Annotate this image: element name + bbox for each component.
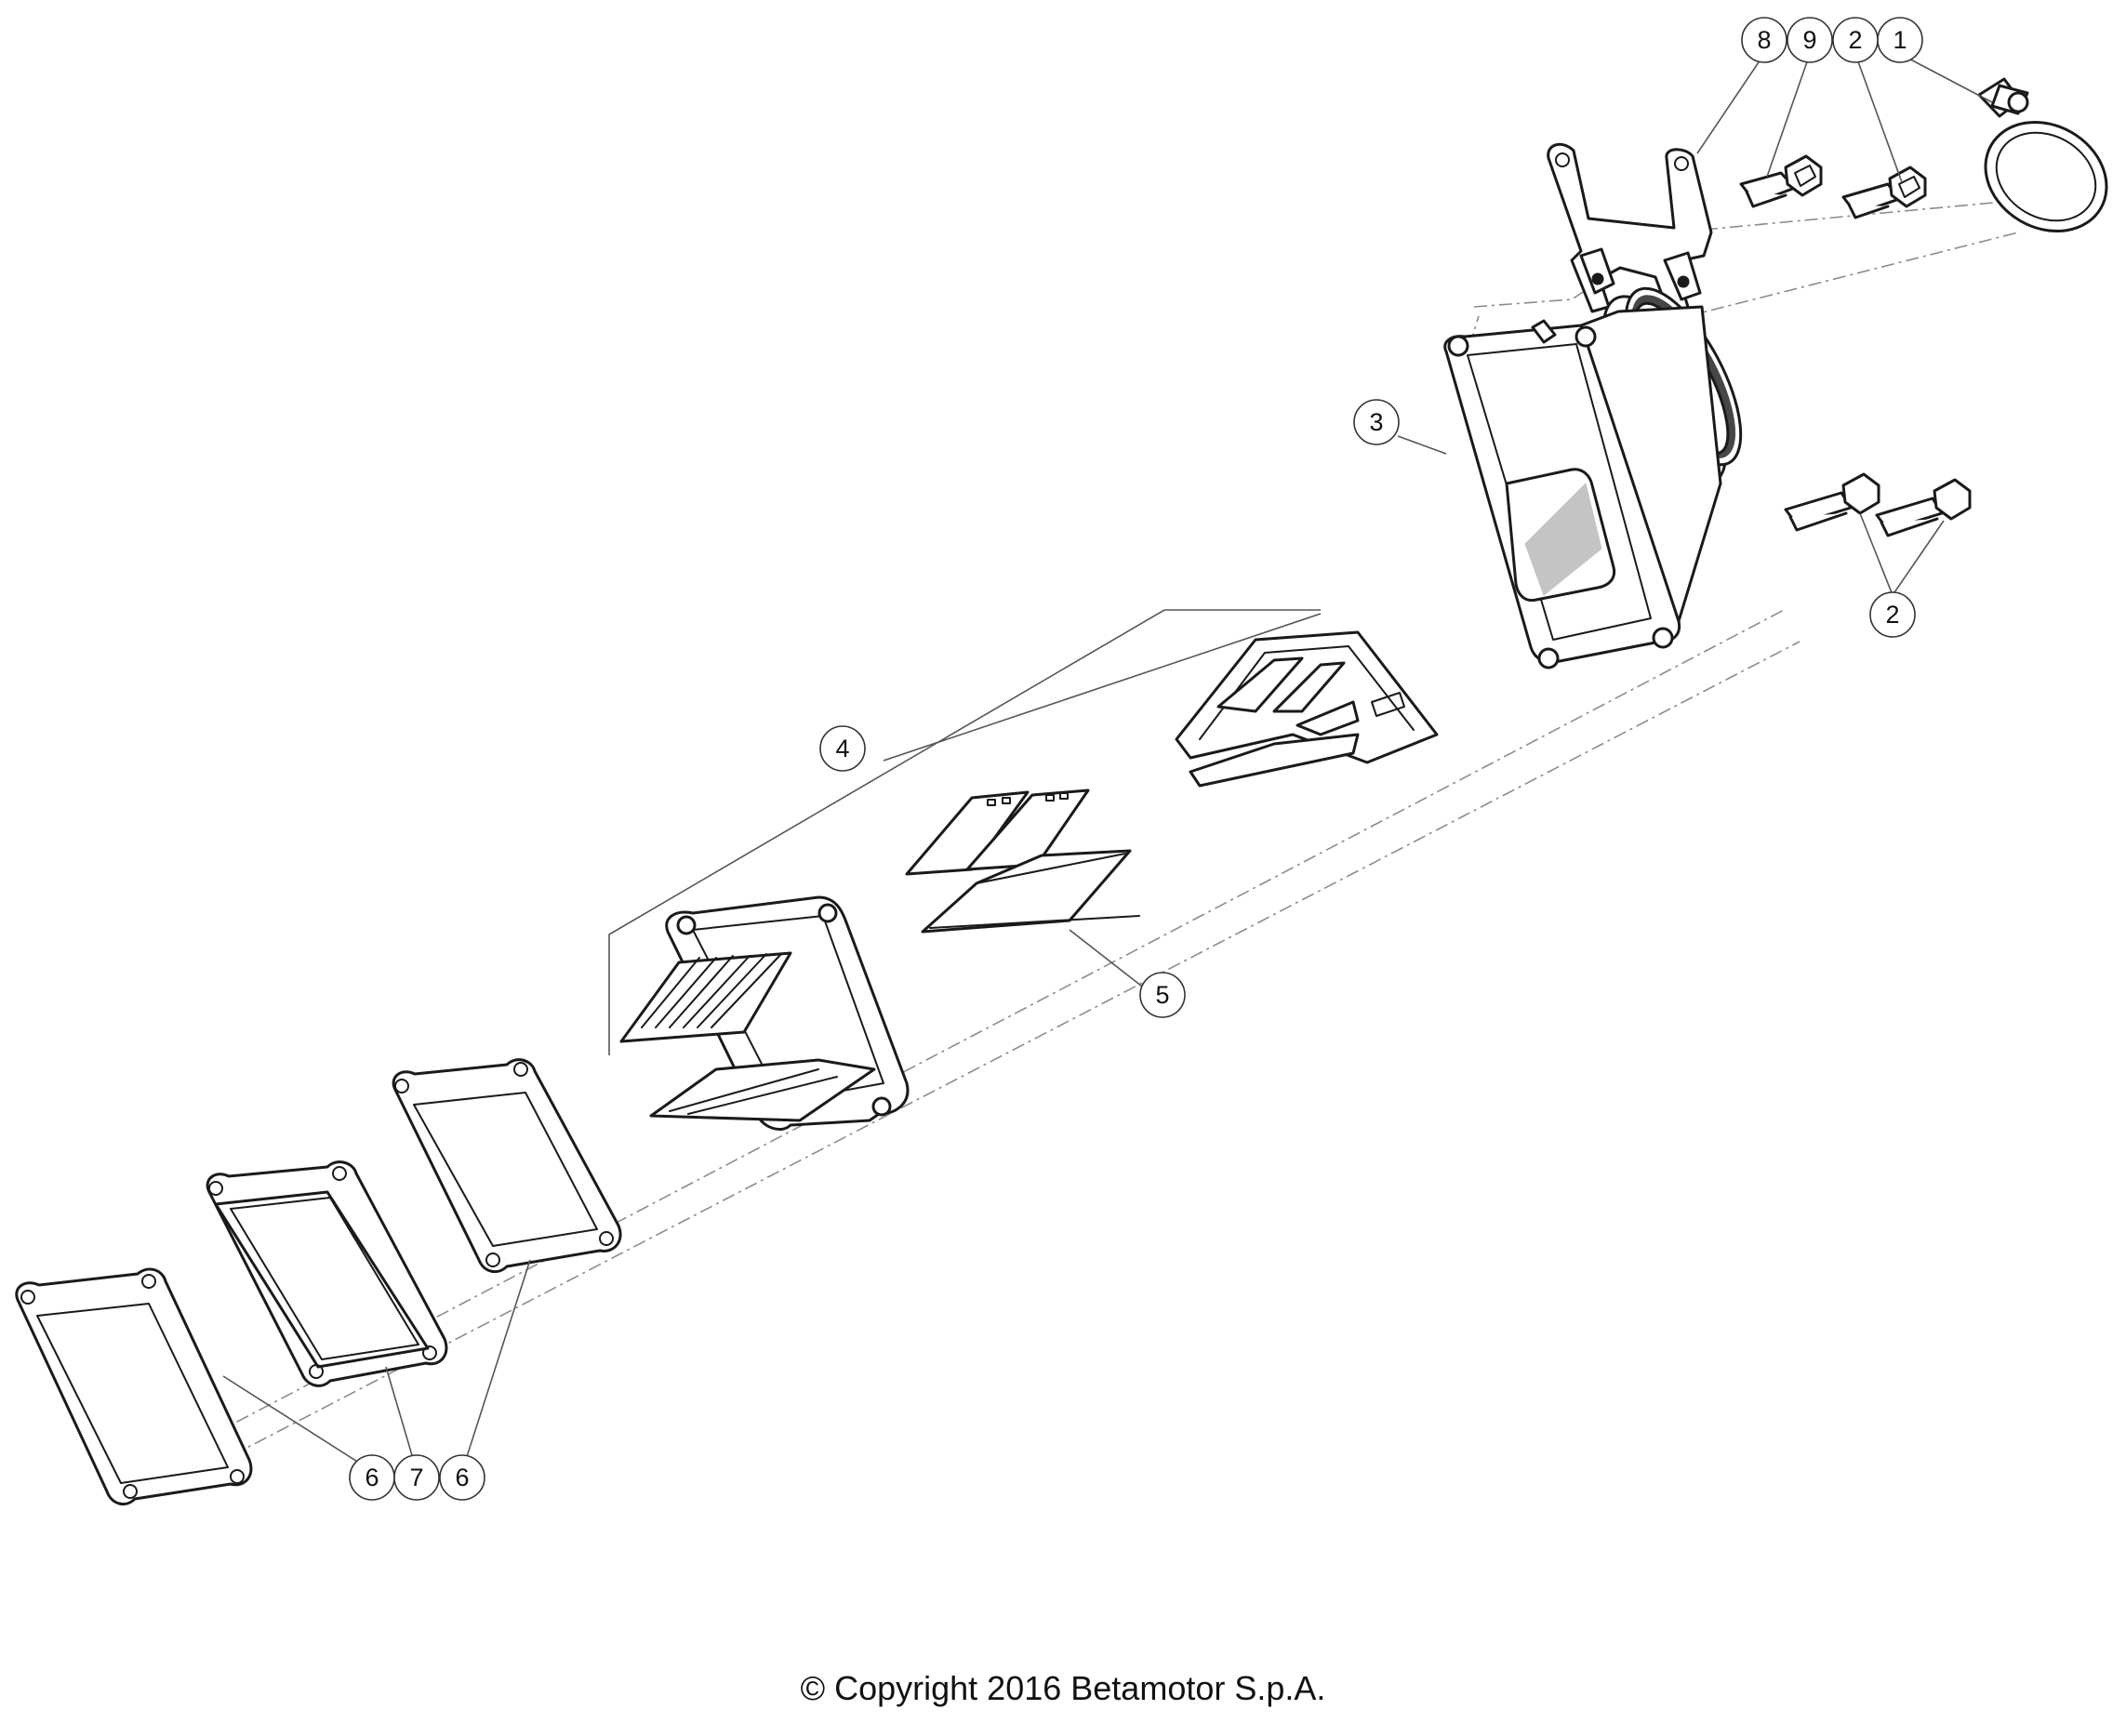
spacer-plate-7[interactable] (206, 1160, 448, 1387)
callout-8[interactable]: 8 (1741, 17, 1787, 63)
svg-text:2: 2 (1848, 26, 1862, 54)
group-bracket-4 (608, 609, 1321, 1055)
callout-3[interactable]: 3 (1353, 399, 1400, 445)
svg-text:4: 4 (835, 735, 849, 762)
bolt-9[interactable] (1739, 154, 1823, 208)
svg-text:1: 1 (1893, 26, 1907, 54)
svg-text:7: 7 (409, 1464, 423, 1491)
callout-6-left[interactable]: 6 (349, 1454, 395, 1501)
callout-4[interactable]: 4 (819, 725, 866, 772)
svg-text:9: 9 (1802, 26, 1816, 54)
svg-text:6: 6 (365, 1464, 379, 1491)
svg-text:5: 5 (1155, 981, 1169, 1009)
bolt-2-right-b[interactable] (1875, 478, 1972, 537)
callout-2-top[interactable]: 2 (1832, 17, 1879, 63)
callout-5[interactable]: 5 (1139, 972, 1186, 1018)
callout-6-right[interactable]: 6 (439, 1454, 485, 1501)
callout-7[interactable]: 7 (393, 1454, 440, 1501)
svg-text:3: 3 (1369, 408, 1383, 436)
callout-2-right[interactable]: 2 (1869, 591, 1916, 638)
svg-text:6: 6 (455, 1464, 469, 1491)
reed-petals[interactable] (905, 788, 1140, 934)
bolt-2-right-a[interactable] (1784, 472, 1880, 532)
callout-1[interactable]: 1 (1877, 17, 1923, 63)
svg-text:8: 8 (1757, 26, 1771, 54)
reed-block-spacer[interactable] (1175, 630, 1439, 788)
intake-manifold[interactable] (1443, 272, 1764, 669)
reed-cage[interactable] (619, 895, 910, 1131)
mounting-bracket[interactable] (1547, 142, 1713, 316)
callout-9[interactable]: 9 (1787, 17, 1833, 63)
svg-text:2: 2 (1885, 601, 1899, 629)
gasket-6-right[interactable] (392, 1058, 622, 1274)
copyright-notice: © Copyright 2016 Betamotor S.p.A. (800, 1669, 1326, 1707)
hose-clamp[interactable] (1966, 77, 2126, 253)
gasket-6-left[interactable] (15, 1267, 253, 1506)
bolt-2-top[interactable] (1841, 166, 1927, 219)
